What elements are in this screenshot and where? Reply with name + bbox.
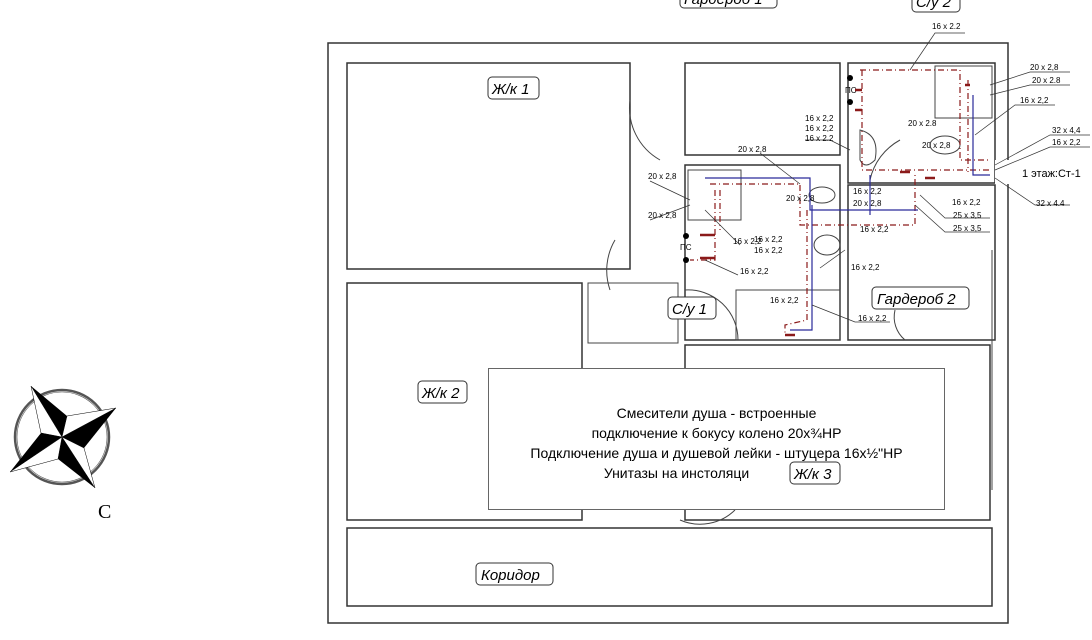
pipe-size-label: 16 x 2,2 <box>740 267 769 276</box>
note-line: Смесители душа - встроенные <box>616 405 817 421</box>
pipe-size-label: 20 x 2,8 <box>648 172 677 181</box>
leader-lines <box>649 32 1090 323</box>
pipe-size-label: 16 x 2,2 <box>805 124 834 133</box>
room-label-wardrobe1: Гардероб 1 <box>684 0 763 8</box>
room-label-living1: Ж/к 1 <box>491 81 530 98</box>
pipe-size-label: 16 x 2,2 <box>754 235 783 244</box>
pipe-size-label: 16 x 2,2 <box>733 237 762 246</box>
pipe-size-label: 16 x 2,2 <box>858 314 887 323</box>
pipe-size-label: 16 x 2.2 <box>805 134 834 143</box>
room-label-living2: Ж/к 2 <box>421 385 460 402</box>
riser-label: ПС <box>680 243 692 252</box>
note-line: Подключение душа и душевой лейки - штуце… <box>530 445 903 461</box>
pipe-size-label: 20 x 2,8 <box>922 141 951 150</box>
pipe-size-label: 16 x 2,2 <box>805 114 834 123</box>
stack-marker: 1 этаж:Ст-1 <box>995 160 1092 184</box>
pipe-size-label: 20 x 2,8 <box>1030 63 1059 72</box>
note-line: подключение к бокусу колено 20х¾НР <box>591 425 842 441</box>
room-labels: Ж/к 1 Ж/к 2 Коридор С/у 1 С/у 2 Гардероб… <box>417 0 970 586</box>
pipe-size-label: 25 x 3,5 <box>953 224 982 233</box>
room-label-bath2: С/у 2 <box>916 0 952 11</box>
pipe-labels: 16 x 2.2 20 x 2,8 20 x 2.8 16 x 2,2 16 x… <box>648 22 1081 323</box>
pipe-size-label: 20 x 2,8 <box>738 145 767 154</box>
pipe-size-label: 20 x 2.8 <box>1032 76 1061 85</box>
pipe-size-label: 16 x 2,2 <box>853 187 882 196</box>
pipe-size-label: 16 x 2.2 <box>932 22 961 31</box>
pipe-size-label: 16 x 2,2 <box>770 296 799 305</box>
compass-north-label: С <box>98 501 111 523</box>
room-label-corridor: Коридор <box>481 567 540 584</box>
pipe-size-label: 25 x 3,5 <box>953 211 982 220</box>
riser-label: ПС <box>845 86 857 95</box>
installation-note: Смесители душа - встроенные подключение … <box>488 368 945 510</box>
stack-label: 1 этаж:Ст-1 <box>1022 168 1081 180</box>
pipe-size-label: 32 x 4,4 <box>1052 126 1081 135</box>
pipe-size-label: 20 x 2.8 <box>908 119 937 128</box>
pipe-size-label: 20 x 2,8 <box>786 194 815 203</box>
pipe-size-label: 16 x 2,2 <box>1020 96 1049 105</box>
note-line: Унитазы на инстоляци <box>603 465 750 481</box>
pipe-size-label: 20 x 2,8 <box>853 199 882 208</box>
pipe-size-label: 20 x 2,8 <box>648 211 677 220</box>
pipe-size-label: 32 x 4.4 <box>1036 199 1065 208</box>
pipe-size-label: 16 x 2,2 <box>754 246 783 255</box>
room-label-bath1: С/у 1 <box>672 301 707 318</box>
pipe-size-label: 16 x 2,2 <box>851 263 880 272</box>
pipe-size-label: 16 x 2,2 <box>860 225 889 234</box>
doors <box>606 99 906 525</box>
walls <box>327 42 1009 624</box>
compass-rose-icon: С <box>9 385 117 523</box>
room-label-wardrobe2: Гардероб 2 <box>877 291 956 308</box>
pipe-size-label: 16 x 2,2 <box>1052 138 1081 147</box>
pipe-size-label: 16 x 2,2 <box>952 198 981 207</box>
pipes <box>683 69 990 337</box>
